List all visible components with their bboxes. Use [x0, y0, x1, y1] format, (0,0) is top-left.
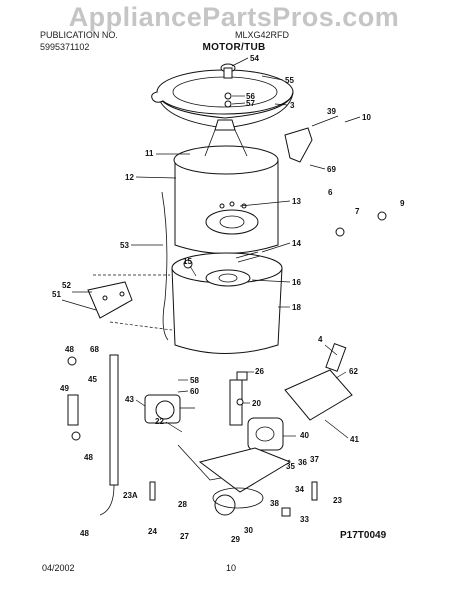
- callout: 56: [246, 92, 255, 101]
- callout: 48: [65, 345, 74, 354]
- detail-bracket: [87, 274, 173, 331]
- leader-lines: [61, 57, 361, 439]
- callout: 11: [145, 149, 154, 158]
- callout: 36: [298, 458, 307, 467]
- spin-basket: [173, 119, 279, 254]
- callout: 60: [190, 387, 199, 396]
- callout-labels: 54 55 56 57 3 39 10 11 12 69 6 7 9 13 53…: [52, 54, 405, 544]
- callout: 41: [350, 435, 359, 444]
- diagram-reference: P17T0049: [340, 530, 387, 541]
- callout: 18: [292, 303, 301, 312]
- footer-date: 04/2002: [42, 563, 75, 573]
- callout: 7: [355, 207, 360, 216]
- callout: 62: [349, 367, 358, 376]
- callout: 57: [246, 99, 255, 108]
- callout: 26: [255, 367, 264, 376]
- callout: 51: [52, 290, 61, 299]
- callout: 35: [286, 462, 295, 471]
- publication-label: PUBLICATION NO.: [40, 30, 118, 40]
- callout: 24: [148, 527, 157, 536]
- callout: 39: [327, 107, 336, 116]
- drain-pump: [144, 394, 195, 424]
- callout: 10: [362, 113, 371, 122]
- drive-motor: [177, 343, 353, 516]
- tub-cover: [151, 69, 294, 129]
- outer-tub: [171, 251, 283, 354]
- callout: 33: [300, 515, 309, 524]
- callout: 49: [60, 384, 69, 393]
- callout: 6: [328, 188, 333, 197]
- callout: 3: [290, 101, 295, 110]
- suspension-rod: [161, 191, 169, 341]
- watermark-text: AppliancePartsPros.com: [68, 2, 400, 32]
- callout: 53: [120, 241, 129, 250]
- callout: 29: [231, 535, 240, 544]
- callout: 43: [125, 395, 134, 404]
- callout: 69: [327, 165, 336, 174]
- callout: 22: [155, 417, 164, 426]
- footer-page-number: 10: [226, 563, 237, 573]
- callout: 30: [244, 526, 253, 535]
- callout: 55: [285, 76, 294, 85]
- publication-number: 5995371102: [40, 42, 90, 52]
- callout: 9: [400, 199, 405, 208]
- callout: 23: [333, 496, 342, 505]
- callout: 28: [178, 500, 187, 509]
- callout: 20: [252, 399, 261, 408]
- callout: 14: [292, 239, 301, 248]
- left-hoses: [67, 354, 119, 516]
- callout: 52: [62, 281, 71, 290]
- springs: [149, 371, 318, 517]
- section-title: MOTOR/TUB: [202, 42, 266, 53]
- callout: 48: [84, 453, 93, 462]
- callout: 68: [90, 345, 99, 354]
- drain-hose: [284, 118, 387, 237]
- callout: 12: [125, 173, 134, 182]
- callout: 58: [190, 376, 199, 385]
- callout: 15: [183, 257, 192, 266]
- callout: 40: [300, 431, 309, 440]
- callout: 27: [180, 532, 189, 541]
- callout: 37: [310, 455, 319, 464]
- callout: 16: [292, 278, 301, 287]
- model-number: MLXG42RFD: [235, 30, 290, 40]
- callout: 45: [88, 375, 97, 384]
- callout: 38: [270, 499, 279, 508]
- callout: 48: [80, 529, 89, 538]
- callout: 4: [318, 335, 323, 344]
- callout: 54: [250, 54, 259, 63]
- callout: 13: [292, 197, 301, 206]
- callout: 34: [295, 485, 304, 494]
- callout: 23A: [123, 491, 138, 500]
- agitator-cap: [220, 63, 236, 108]
